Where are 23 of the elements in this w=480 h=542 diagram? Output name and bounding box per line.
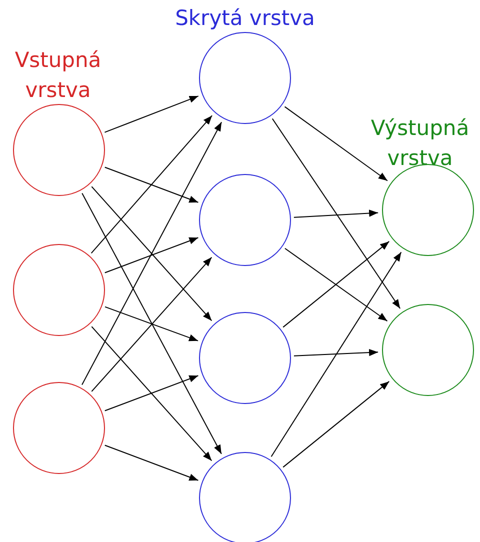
arrow	[104, 237, 199, 274]
arrow	[104, 166, 199, 203]
layer-title: Skrytá vrstva	[174, 5, 316, 32]
arrow	[270, 252, 402, 458]
arrow	[282, 380, 390, 468]
layer-title: Výstupná vrstva	[370, 115, 470, 172]
arrow	[91, 326, 212, 462]
arrow	[82, 192, 222, 454]
arrow	[91, 186, 212, 322]
arrow	[293, 348, 379, 356]
arrow	[284, 248, 388, 322]
arrow	[90, 115, 213, 254]
arrow	[293, 210, 379, 218]
arrow	[272, 118, 401, 310]
arrow	[284, 106, 388, 182]
arrow	[104, 96, 199, 133]
arrow	[282, 240, 390, 328]
arrow	[104, 375, 199, 412]
arrow	[82, 122, 222, 386]
arrow	[104, 444, 199, 481]
arrow	[104, 306, 199, 342]
layer-title: Vstupná vrstva	[14, 47, 102, 104]
arrow	[91, 256, 212, 392]
